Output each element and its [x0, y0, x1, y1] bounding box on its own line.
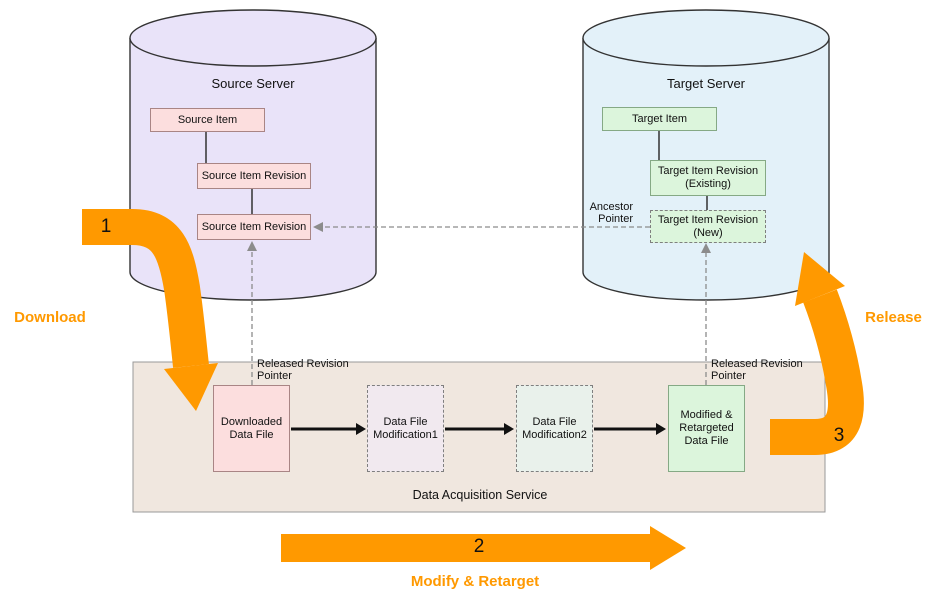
data-file-modification2-box: Data File Modification2	[516, 385, 593, 472]
download-flow-label: Download	[14, 309, 86, 326]
flow-number-1: 1	[100, 216, 112, 237]
release-flow-label: Release	[865, 309, 922, 326]
download-flow-arrow	[82, 209, 218, 411]
flow-number-2: 2	[473, 536, 485, 557]
data-file-modification1-box: Data File Modification1	[367, 385, 444, 472]
modified-retargeted-data-file-box: Modified & Retargeted Data File	[668, 385, 745, 472]
ancestor-pointer-arrow	[313, 222, 650, 232]
released-revision-pointer-label-left: Released Revision Pointer	[257, 358, 349, 382]
released-revision-pointer-label-right: Released Revision Pointer	[711, 358, 803, 382]
ancestor-pointer-label: Ancestor Pointer	[589, 201, 633, 225]
released-revision-pointer-arrow-right	[701, 243, 711, 385]
target-item-revision-existing-box: Target Item Revision (Existing)	[650, 160, 766, 196]
released-revision-pointer-arrow-left	[247, 241, 257, 385]
source-item-revision1-box: Source Item Revision	[197, 163, 311, 189]
mod2-to-modified-arrow	[594, 423, 666, 435]
source-server-title: Source Server	[211, 76, 295, 91]
modify-retarget-flow-arrow	[281, 526, 686, 570]
flow-number-3: 3	[833, 425, 845, 446]
release-flow-arrow	[770, 252, 864, 455]
downloaded-to-mod1-arrow	[291, 423, 366, 435]
source-cylinder-top	[129, 9, 377, 67]
mod1-to-mod2-arrow	[445, 423, 514, 435]
target-server-title: Target Server	[666, 76, 746, 91]
modify-retarget-flow-label: Modify & Retarget	[410, 573, 540, 590]
source-item-box: Source Item	[150, 108, 265, 132]
source-item-revision2-box: Source Item Revision	[197, 214, 311, 240]
target-cylinder-top	[582, 9, 830, 67]
target-item-box: Target Item	[602, 107, 717, 131]
data-acquisition-service-title: Data Acquisition Service	[412, 488, 548, 502]
target-item-revision-new-box: Target Item Revision (New)	[650, 210, 766, 243]
downloaded-data-file-box: Downloaded Data File	[213, 385, 290, 472]
